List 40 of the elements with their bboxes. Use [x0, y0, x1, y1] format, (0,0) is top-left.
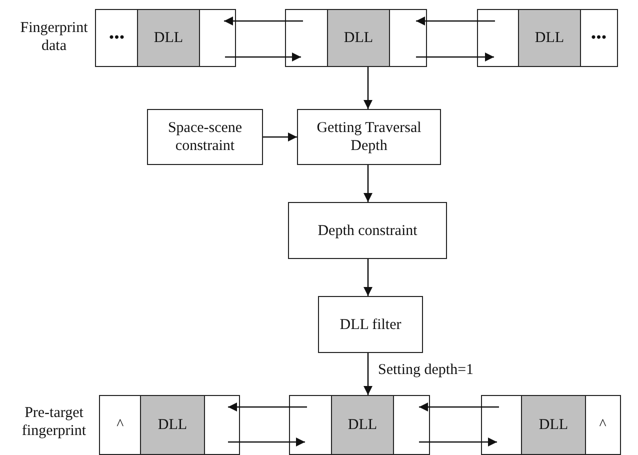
cell-text: DLL [538, 416, 568, 434]
arrow [416, 52, 494, 62]
box-text: DLL filter [338, 316, 402, 334]
list-node-box [481, 395, 621, 455]
arrow [364, 353, 372, 395]
arrow [263, 132, 297, 142]
arrow [228, 402, 307, 412]
arrow [416, 16, 495, 26]
process-box [297, 109, 441, 165]
arrow [225, 52, 301, 62]
process-box [147, 109, 263, 165]
list-node-box [285, 9, 427, 67]
arrow [419, 402, 499, 412]
arrow [228, 438, 305, 446]
cell-text: DLL [348, 416, 378, 434]
box-text: Getting Traversal Depth [316, 119, 422, 155]
cell-text: DLL [344, 29, 374, 47]
cell-text: DLL [154, 29, 184, 47]
pointer-mark: ••• [590, 29, 607, 47]
arrow [364, 165, 372, 202]
arrow [364, 259, 372, 296]
pointer-mark: ^ [599, 416, 606, 434]
pointer-mark: ••• [108, 29, 125, 47]
cell-text: DLL [158, 416, 188, 434]
edge-label: Setting depth=1 [378, 362, 474, 379]
pointer-mark: ^ [116, 416, 124, 434]
arrow [364, 67, 372, 109]
list-node-box [99, 395, 240, 455]
cell-text: DLL [534, 29, 564, 47]
list-node-box [95, 9, 236, 67]
box-text: Depth constraint [316, 222, 418, 240]
row-label: Fingerprint data [19, 19, 89, 55]
arrow [419, 438, 497, 446]
list-node-box [477, 9, 618, 67]
process-box [318, 296, 423, 353]
list-node-box [289, 395, 430, 455]
row-label: Pre-target fingerprint [20, 404, 88, 440]
box-text: Space-scene constraint [166, 119, 244, 155]
process-box [288, 202, 447, 259]
arrow [224, 16, 303, 26]
